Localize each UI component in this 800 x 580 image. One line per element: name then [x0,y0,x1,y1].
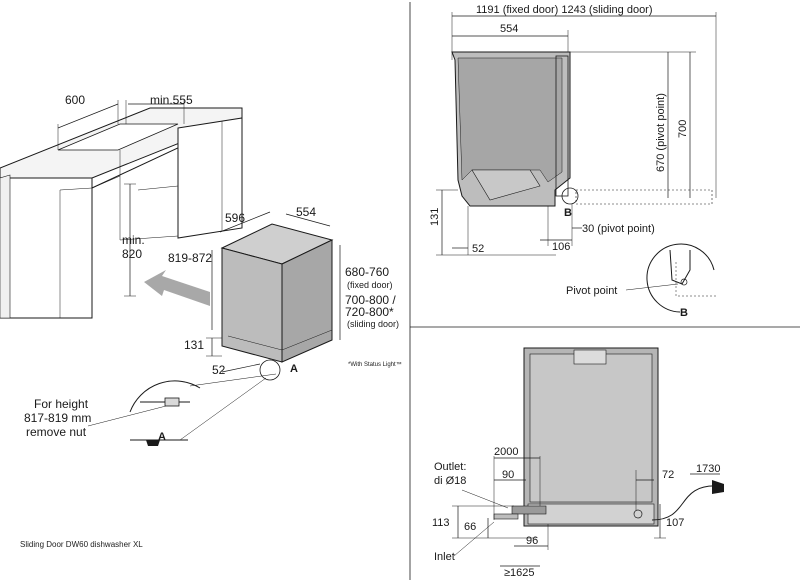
door-sliding-value-1: 700-800 / [345,293,396,307]
hose-length-label: 2000 [494,446,518,458]
height-66-label: 66 [464,521,476,533]
pivot-point-label: Pivot point [566,285,617,297]
pivot-offset-label: 30 (pivot point) [582,223,655,235]
rear-offset-label: 106 [552,241,570,253]
side-height-label: 700 [677,120,689,138]
power-plug-icon [712,480,724,494]
door-fixed-value: 680-760 [345,265,389,279]
plinth-label: 131 [184,338,204,352]
inlet-label: Inlet [434,551,455,563]
door-sliding-note: (sliding door) [347,319,399,329]
cable-length-label: 1730 [696,463,720,475]
pivot-detail [625,243,718,313]
appliance-depth-label: 554 [296,205,316,219]
nut-note-line3: remove nut [26,425,87,439]
diagram-caption: Sliding Door DW60 dishwasher XL [20,540,143,549]
side-view-drawing [436,12,717,256]
nut-marker-a: A [158,431,166,443]
cabinet-drawing [0,100,243,319]
pivot-height-label: 670 (pivot point) [655,93,667,172]
door-span-label: 1191 (fixed door) 1243 (sliding door) [476,4,653,16]
appliance-height-label: 819-872 [168,251,212,265]
status-light-footnote: *With Status Light™ [348,361,402,368]
cabinet-depth-label: min.555 [150,93,193,107]
door-sliding-value-2: 720-800* [345,305,394,319]
side-foot-label: 52 [472,243,484,255]
outlet-label-2: di Ø18 [434,475,466,487]
side-depth-label: 554 [500,23,518,35]
cabinet-height-label-1: min. [122,233,145,247]
outlet-offset-label: 90 [502,469,514,481]
pivot-marker-b: B [680,307,688,319]
height-107-label: 107 [666,517,684,529]
outlet-label-1: Outlet: [434,461,466,473]
door-fixed-note: (fixed door) [347,280,393,290]
nut-detail [87,373,277,446]
insert-arrow-icon [144,270,210,306]
right-offset-label: 72 [662,469,674,481]
nut-note-line1: For height [34,397,89,411]
appliance-width-label: 596 [225,211,245,225]
inlet-offset-label: 96 [526,535,538,547]
nut-note-line2: 817-819 mm [24,411,91,425]
side-plinth-label: 131 [429,208,441,226]
front-view-drawing [452,347,724,567]
cabinet-width-label: 600 [65,93,85,107]
bottom-offset-label: 52 [212,363,226,377]
callout-marker-a: A [290,363,298,375]
side-marker-b: B [564,207,572,219]
height-113-label: 113 [432,517,450,529]
cabinet-height-label-2: 820 [122,247,142,261]
nut-icon [164,397,180,407]
inlet-length-label: ≥1625 [504,567,535,579]
appliance-drawing [206,211,341,381]
